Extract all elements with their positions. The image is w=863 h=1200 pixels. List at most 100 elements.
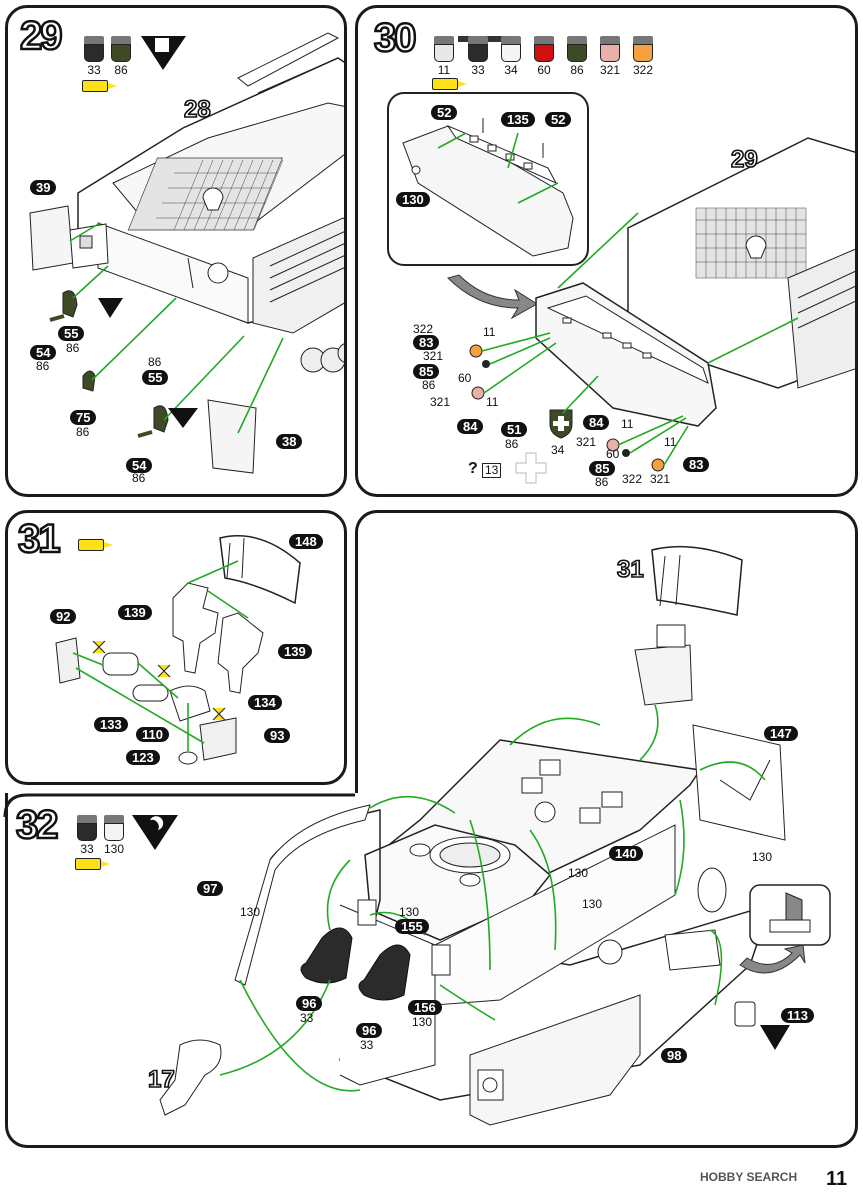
glue-icon	[78, 539, 113, 551]
paint-ref: 86	[36, 359, 50, 373]
paint-ref: 11	[621, 417, 634, 431]
paint-ref: 86	[132, 471, 146, 485]
step-number: 30	[373, 16, 418, 60]
part-tag: 84	[457, 419, 484, 434]
paint-ref: 11	[664, 435, 677, 449]
part-tag: 54	[30, 345, 57, 360]
decal-question-mark: ?	[468, 460, 478, 477]
paint-ref: 60	[458, 371, 472, 385]
part-tag: 52	[431, 105, 458, 120]
paint-jar-86	[111, 36, 131, 62]
paint-jar-33	[84, 36, 104, 62]
paint-ref: 321	[650, 472, 671, 486]
part-tag: 133	[94, 717, 128, 732]
part-tag: 135	[501, 112, 535, 127]
paint-ref: 321	[423, 349, 444, 363]
part-tag: 85	[589, 461, 616, 476]
step-31-drawing	[55, 535, 301, 765]
paint-label: 60	[537, 63, 551, 77]
part-tag: 134	[248, 695, 282, 710]
paint-jar-33	[77, 815, 97, 841]
glue-icon	[432, 78, 467, 90]
step-31-panel: 31 148 139 139 92 134 133 110 93 123	[5, 510, 347, 785]
paint-ref: 60	[606, 447, 620, 461]
paint-label: 33	[87, 63, 101, 77]
part-tag: 93	[264, 728, 291, 743]
part-tag: 110	[136, 727, 169, 742]
glue-icon	[75, 858, 110, 870]
paint-ref: 11	[486, 395, 499, 409]
part-tag: 96	[296, 996, 323, 1011]
paint-jar-322	[633, 36, 653, 62]
paint-ref: 86	[422, 378, 436, 392]
paint-ref: 322	[413, 322, 434, 336]
paint-label: 86	[114, 63, 128, 77]
paint-ref: 322	[622, 472, 643, 486]
part-tag: 113	[781, 1008, 814, 1023]
part-tag: 148	[289, 534, 323, 549]
part-tag: 55	[142, 370, 169, 385]
paint-label: 34	[504, 63, 518, 77]
part-tag: 139	[118, 605, 152, 620]
paint-label: 130	[103, 842, 125, 856]
sub-assembly-label: 29	[730, 146, 758, 173]
part-tag: 155	[395, 919, 429, 934]
step-number: 31	[17, 517, 62, 561]
part-tag: 83	[683, 457, 710, 472]
paint-ref: 11	[483, 325, 496, 339]
paint-jar-60	[534, 36, 554, 62]
paint-label: 321	[599, 63, 621, 77]
paint-ref: 321	[576, 435, 597, 449]
glue-icon	[82, 80, 117, 92]
step-29-panel: 29 33 86 28 39 55 86 54 86 75 86 86 55 5…	[5, 5, 347, 497]
paint-ref: 130	[412, 1015, 433, 1029]
step-number: 29	[19, 14, 64, 58]
paint-jar-130	[104, 815, 124, 841]
paint-label: 33	[471, 63, 485, 77]
paint-ref: 130	[568, 866, 589, 880]
step-30-drawing	[387, 36, 855, 484]
paint-label: 33	[80, 842, 94, 856]
step-30-panel: 30 11 33 34 60 86 321 322 29 52 135 52 1…	[355, 5, 858, 497]
sub-assembly-label: 28	[183, 96, 211, 123]
step-29-drawing	[29, 32, 344, 474]
paint-ref: 130	[240, 905, 261, 919]
part-tag: 97	[197, 881, 224, 896]
part-tag: 54	[126, 458, 153, 473]
paint-jar-321	[600, 36, 620, 62]
sub-assembly-label: 17	[147, 1066, 175, 1093]
part-tag: 139	[278, 644, 312, 659]
part-tag: 96	[356, 1023, 383, 1038]
paint-ref: 34	[551, 443, 565, 457]
paint-jar-11	[434, 36, 454, 62]
paint-ref: 130	[399, 905, 420, 919]
part-tag: 84	[583, 415, 610, 430]
part-tag: 75	[70, 410, 97, 425]
part-tag: 98	[661, 1048, 688, 1063]
page-number: 11	[826, 1168, 848, 1190]
paint-ref: 130	[752, 850, 773, 864]
part-tag: 38	[276, 434, 303, 449]
paint-jar-34	[501, 36, 521, 62]
paint-ref: 130	[582, 897, 603, 911]
part-tag: 51	[501, 422, 528, 437]
footer-brand: HOBBY SEARCH	[700, 1170, 798, 1184]
sub-assembly-label: 31	[616, 556, 644, 583]
paint-ref: 33	[360, 1038, 374, 1052]
part-tag: 147	[764, 726, 798, 741]
paint-ref: 86	[76, 425, 90, 439]
paint-ref: 321	[430, 395, 451, 409]
paint-label: 86	[570, 63, 584, 77]
decal-ref: 13	[482, 463, 502, 478]
step-number: 32	[15, 803, 60, 847]
paint-jar-33	[468, 36, 488, 62]
paint-ref: 86	[595, 475, 609, 489]
paint-label: 322	[632, 63, 654, 77]
paint-ref: 86	[66, 341, 80, 355]
part-tag: 85	[413, 364, 440, 379]
part-tag: 52	[545, 112, 572, 127]
part-tag: 39	[30, 180, 57, 195]
part-tag: 55	[58, 326, 85, 341]
